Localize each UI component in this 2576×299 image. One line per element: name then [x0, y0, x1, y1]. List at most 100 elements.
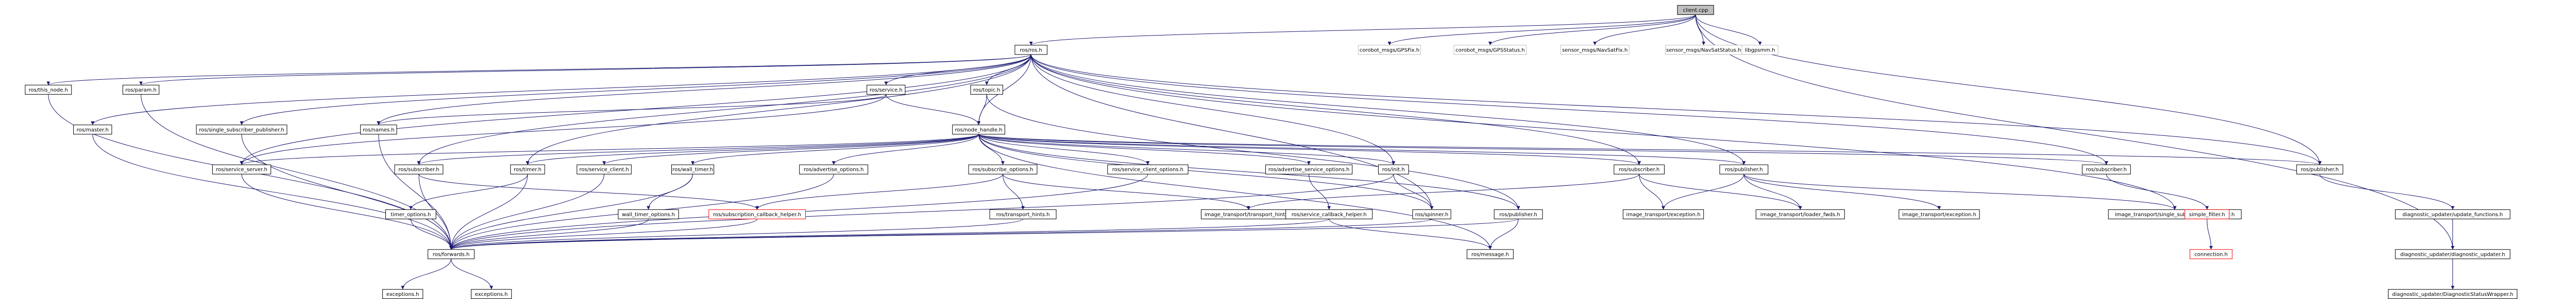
- node-ros_this_node[interactable]: ros/this_node.h: [25, 84, 72, 95]
- node-ros_init[interactable]: ros/init.h: [1378, 164, 1409, 174]
- node-ros_topic[interactable]: ros/topic.h: [970, 84, 1003, 95]
- node-box-ros_service_cb_helper[interactable]: [1285, 209, 1373, 219]
- node-libgpsmm[interactable]: libgpsmm.h: [1741, 45, 1778, 55]
- node-connection[interactable]: connection.h: [2190, 249, 2233, 259]
- node-it_transport_hints[interactable]: image_transport/transport_hints.h: [1200, 209, 1296, 219]
- node-box-ros_publisher4[interactable]: [1494, 209, 1543, 219]
- node-diag_updater[interactable]: diagnostic_updater/diagnostic_updater.h: [2395, 249, 2511, 259]
- node-it_exception[interactable]: image_transport/exception.h: [1622, 209, 1704, 219]
- node-box-libgpsmm[interactable]: [1741, 45, 1778, 55]
- node-ros_master[interactable]: ros/master.h: [73, 125, 112, 135]
- node-ros_advertise_service_options[interactable]: ros/advertise_service_options.h: [1265, 164, 1353, 174]
- node-ros_message[interactable]: ros/message.h: [1466, 249, 1514, 259]
- node-ros_service_server[interactable]: ros/service_server.h: [212, 164, 272, 174]
- node-ros_subscription_cb_helper[interactable]: ros/subscription_callback_helper.h: [708, 209, 806, 219]
- edge-ros_ros-to-ros_this_node: [46, 54, 1031, 85]
- node-box-diag_status_wrapper[interactable]: [2388, 289, 2518, 299]
- node-box-corobot_gps[interactable]: [1358, 45, 1421, 55]
- node-box-ros_spinner[interactable]: [1412, 209, 1451, 219]
- node-box-ros_service_client_options[interactable]: [1107, 164, 1189, 174]
- node-ros_service_cb_helper[interactable]: ros/service_callback_helper.h: [1285, 209, 1373, 219]
- node-box-ros_init[interactable]: [1378, 164, 1409, 174]
- node-diag_update_functions[interactable]: diagnostic_updater/update_functions.h: [2395, 209, 2511, 219]
- node-exceptions1[interactable]: exceptions.h: [382, 289, 423, 299]
- node-ros_service_client[interactable]: ros/service_client.h: [577, 164, 632, 174]
- node-ros_names[interactable]: ros/names.h: [360, 125, 397, 135]
- node-box-diag_update_functions[interactable]: [2395, 209, 2511, 219]
- edge-ros_service_server-to-ros_forwards: [241, 174, 453, 250]
- node-it_loader_fwds[interactable]: image_transport/loader_fwds.h: [1755, 209, 1845, 219]
- node-box-ros_node_handle[interactable]: [952, 125, 1005, 135]
- node-box-client[interactable]: [1677, 5, 1714, 15]
- node-ros_single_sub_pub[interactable]: ros/single_subscriber_publisher.h: [196, 125, 287, 135]
- node-box-ros_publisher3[interactable]: [2296, 164, 2344, 174]
- node-box-ros_master[interactable]: [73, 125, 112, 135]
- node-ros_subscriber3[interactable]: ros/subscriber.h: [2081, 164, 2131, 174]
- node-sensor_navsat[interactable]: sensor_msgs/NavSatFix.h: [1560, 45, 1630, 55]
- node-box-ros_topic[interactable]: [970, 84, 1003, 95]
- node-box-diag_updater[interactable]: [2395, 249, 2511, 259]
- node-ros_wall_timer[interactable]: ros/wall_timer.h: [671, 164, 715, 174]
- node-box-ros_subscribe_options[interactable]: [968, 164, 1038, 174]
- node-ros_spinner[interactable]: ros/spinner.h: [1412, 209, 1451, 219]
- node-ros_timer[interactable]: ros/timer.h: [510, 164, 545, 174]
- node-corobot_gps[interactable]: corobot_msgs/GPSFix.h: [1358, 45, 1421, 55]
- node-ros_advertise_options[interactable]: ros/advertise_options.h: [799, 164, 869, 174]
- node-box-ros_service_client[interactable]: [577, 164, 632, 174]
- node-box-ros_timer[interactable]: [510, 164, 545, 174]
- node-ros_subscriber2[interactable]: ros/subscriber.h: [1614, 164, 1665, 174]
- node-box-wall_timer_options[interactable]: [618, 209, 679, 219]
- node-box-ros_advertise_service_options[interactable]: [1265, 164, 1353, 174]
- node-box-ros_wall_timer[interactable]: [671, 164, 715, 174]
- node-client[interactable]: client.cpp: [1677, 5, 1714, 15]
- node-box-ros_param[interactable]: [122, 84, 160, 95]
- node-box-sensor_navsat[interactable]: [1560, 45, 1630, 55]
- node-ros_publisher2[interactable]: ros/publisher.h: [1719, 164, 1769, 174]
- node-simple_filter[interactable]: simple_filter.h: [2184, 209, 2230, 219]
- node-diag_status_wrapper[interactable]: diagnostic_updater/DiagnosticStatusWrapp…: [2388, 289, 2518, 299]
- node-ros_forwards[interactable]: ros/forwards.h: [428, 249, 474, 259]
- node-box-ros_advertise_options[interactable]: [799, 164, 869, 174]
- node-ros_subscriber[interactable]: ros/subscriber.h: [394, 164, 444, 174]
- node-ros_publisher3[interactable]: ros/publisher.h: [2296, 164, 2344, 174]
- node-box-ros_subscriber2[interactable]: [1614, 164, 1665, 174]
- node-box-ros_message[interactable]: [1466, 249, 1514, 259]
- node-exceptions2[interactable]: exceptions.h: [471, 289, 512, 299]
- node-box-connection[interactable]: [2190, 249, 2233, 259]
- node-ros_service[interactable]: ros/service.h: [867, 84, 906, 95]
- node-ros_node_handle[interactable]: ros/node_handle.h: [952, 125, 1005, 135]
- node-box-simple_filter[interactable]: [2184, 209, 2230, 219]
- node-box-corobot_gpsstatus[interactable]: [1453, 45, 1527, 55]
- node-box-ros_names[interactable]: [360, 125, 397, 135]
- node-box-it_exception2[interactable]: [1899, 209, 1980, 219]
- node-box-ros_subscriber3[interactable]: [2081, 164, 2131, 174]
- node-sensor_navsatstatus[interactable]: sensor_msgs/NavSatStatus.h: [1665, 45, 1742, 55]
- node-ros_transport_hints[interactable]: ros/transport_hints.h: [989, 209, 1057, 219]
- node-ros_param[interactable]: ros/param.h: [122, 84, 160, 95]
- node-timer_options[interactable]: timer_options.h: [385, 209, 436, 219]
- node-box-ros_this_node[interactable]: [25, 84, 72, 95]
- node-box-timer_options[interactable]: [385, 209, 436, 219]
- node-box-exceptions2[interactable]: [471, 289, 512, 299]
- node-it_exception2[interactable]: image_transport/exception.h: [1899, 209, 1980, 219]
- node-corobot_gpsstatus[interactable]: corobot_msgs/GPSStatus.h: [1453, 45, 1527, 55]
- node-ros_service_client_options[interactable]: ros/service_client_options.h: [1107, 164, 1189, 174]
- node-box-ros_ros[interactable]: [1014, 45, 1047, 55]
- node-box-ros_subscriber[interactable]: [394, 164, 444, 174]
- node-ros_publisher4[interactable]: ros/publisher.h: [1494, 209, 1543, 219]
- node-box-ros_single_sub_pub[interactable]: [196, 125, 287, 135]
- node-box-ros_publisher2[interactable]: [1719, 164, 1769, 174]
- edge-ros_forwards-to-exceptions1: [401, 258, 452, 290]
- node-box-it_loader_fwds[interactable]: [1755, 209, 1845, 219]
- node-box-ros_service_server[interactable]: [212, 164, 272, 174]
- node-box-ros_transport_hints[interactable]: [989, 209, 1057, 219]
- node-box-ros_subscription_cb_helper[interactable]: [708, 209, 806, 219]
- node-ros_subscribe_options[interactable]: ros/subscribe_options.h: [968, 164, 1038, 174]
- node-box-ros_forwards[interactable]: [428, 249, 474, 259]
- edge-client-to-sensor_navsatstatus: [1695, 14, 1706, 45]
- node-box-it_exception[interactable]: [1622, 209, 1704, 219]
- node-box-ros_service[interactable]: [867, 84, 906, 95]
- node-box-exceptions1[interactable]: [382, 289, 423, 299]
- node-ros_ros[interactable]: ros/ros.h: [1014, 45, 1047, 55]
- node-wall_timer_options[interactable]: wall_timer_options.h: [618, 209, 679, 219]
